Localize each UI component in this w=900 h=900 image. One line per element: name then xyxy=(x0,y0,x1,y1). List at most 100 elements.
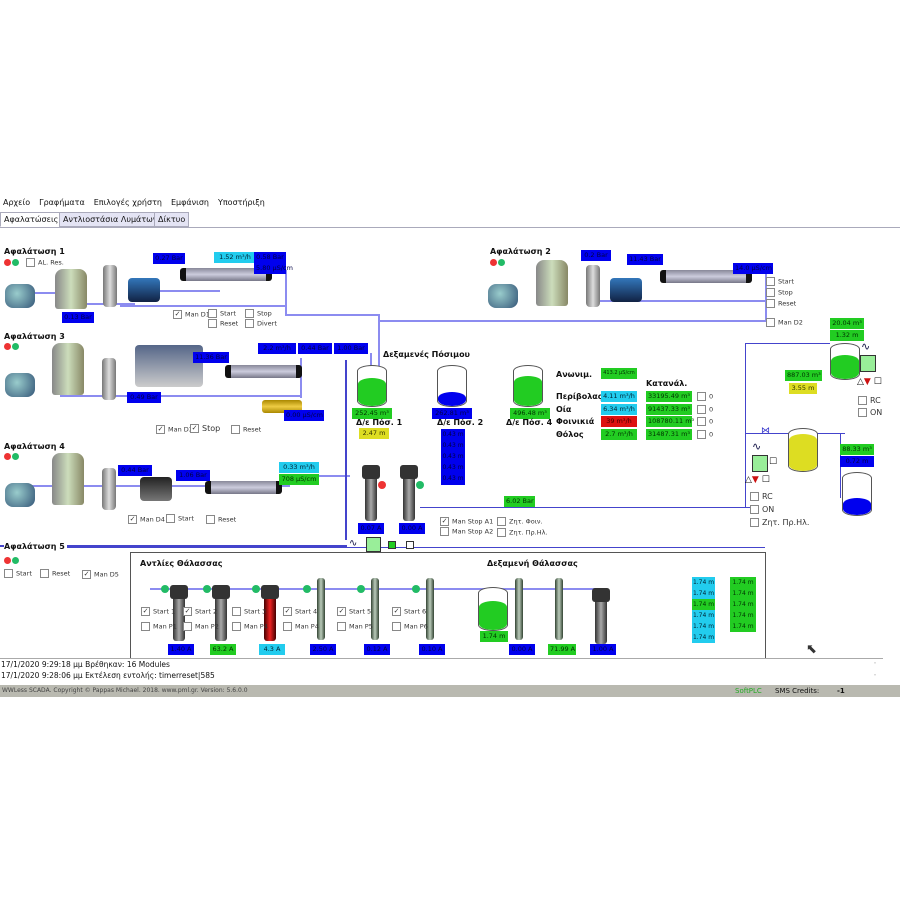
consumption-row-flow: 39 m³/h xyxy=(601,416,637,427)
pipe xyxy=(745,343,830,344)
d4-start-checkbox[interactable]: Start xyxy=(166,514,194,523)
inverter-box-icon xyxy=(752,455,768,472)
menu-charts[interactable]: Γραφήματα xyxy=(39,198,85,207)
tank-b-rc-checkbox[interactable]: RC xyxy=(750,492,773,501)
man-stop-a2-checkbox[interactable]: Man Stop A2 xyxy=(440,527,493,536)
sea-pump-status-light xyxy=(161,585,169,593)
ro-membrane-icon xyxy=(225,365,302,378)
pipe xyxy=(378,314,380,374)
ro-membrane-icon xyxy=(180,268,272,281)
d5-start-checkbox[interactable]: Start xyxy=(4,569,32,578)
consumption-row-total: 108780.11 m³ xyxy=(646,416,695,427)
sea-pump-start-checkbox[interactable]: ✓Start 5 xyxy=(337,607,372,616)
sand-filter-icon xyxy=(52,343,84,395)
d1-start-checkbox[interactable]: Start xyxy=(208,309,236,318)
man-d5-checkbox[interactable]: ✓Man D5 xyxy=(82,570,119,579)
d3-reset-checkbox[interactable]: Reset xyxy=(231,425,261,434)
consumption-row-checkbox[interactable]: 0 xyxy=(697,429,713,439)
label: Man P2 xyxy=(195,622,219,631)
ro-membrane-icon xyxy=(660,270,752,283)
ro-membrane-icon xyxy=(205,481,282,494)
d3-outlet-pressure: 0.44 Bar xyxy=(298,343,332,354)
man-d1-checkbox[interactable]: ✓Man D1 xyxy=(173,310,210,319)
tab-desalination[interactable]: Αφαλατώσεις xyxy=(0,212,63,227)
tank-4-name: Δ/ε Πόσ. 4 xyxy=(506,418,553,427)
up-down-arrows-icon: △▼ ☐ xyxy=(745,475,770,485)
d4-pump-pressure: 1.06 Bar xyxy=(176,470,210,481)
tank-a-rc-checkbox[interactable]: RC xyxy=(858,396,881,405)
consumption-row-checkbox[interactable]: 0 xyxy=(697,392,713,401)
consumption-row-flow: 4.11 m³/h xyxy=(601,391,637,402)
sea-pumps-title: Αντλίες Θάλασσας xyxy=(140,559,223,568)
req-prh-checkbox[interactable]: Ζητ. Πρ.Ηλ. xyxy=(497,528,548,537)
sea-pump-start-checkbox[interactable]: ✓Start 6 xyxy=(392,607,427,616)
label: Man P1 xyxy=(153,622,177,631)
consumption-row-checkbox[interactable]: 0 xyxy=(697,404,714,414)
pipe xyxy=(380,320,765,322)
consumption-row-total: 91437.33 m³ xyxy=(646,403,692,415)
pump-a2-current: 0.00 A xyxy=(399,523,425,534)
sea-pump-start-checkbox[interactable]: ✓Start 2 xyxy=(183,607,218,616)
sea-pump-man-checkbox[interactable]: Man P1 xyxy=(141,622,177,631)
sea-pump-status-light xyxy=(357,585,365,593)
man-d2-checkbox[interactable]: Man D2 xyxy=(766,318,803,327)
tank-a-level: 1.32 m xyxy=(830,330,864,341)
d1-reset-checkbox[interactable]: Reset xyxy=(208,319,238,328)
menu-user-options[interactable]: Επιλογές χρήστη xyxy=(93,198,162,207)
sea-pump-start-checkbox[interactable]: ✓Start 1 xyxy=(141,607,176,616)
consumption-row-count: 0 xyxy=(709,405,714,413)
d5-reset-checkbox[interactable]: Reset xyxy=(40,569,70,578)
d2-stop-checkbox[interactable]: Stop xyxy=(766,288,793,297)
d3-stop-checkbox[interactable]: ✓Stop xyxy=(190,424,221,433)
tank-a-on-checkbox[interactable]: ON xyxy=(858,408,882,417)
inverter-wave-icon: ∿ xyxy=(349,538,358,549)
tank-b xyxy=(788,428,818,472)
d2-title: Αφαλάτωση 2 xyxy=(490,247,551,256)
softplc-indicator: SoftPLC xyxy=(735,687,762,695)
potable-tanks-title: Δεξαμενές Πόσιμου xyxy=(383,350,470,359)
tank-1 xyxy=(357,365,387,407)
man-d4-checkbox[interactable]: ✓Man D4 xyxy=(128,515,165,524)
req-prh-right-checkbox[interactable]: Ζητ. Πρ.Ηλ. xyxy=(750,518,809,527)
tank-b-on-checkbox[interactable]: ON xyxy=(750,505,774,514)
sea-pump-start-checkbox[interactable]: ✓Start 4 xyxy=(283,607,318,616)
consumption-row-checkbox[interactable]: 0 xyxy=(697,417,713,426)
man-d3-checkbox[interactable]: ✓Man D3 xyxy=(156,425,193,434)
motor-icon xyxy=(5,373,35,397)
sea-pump-status-light xyxy=(203,585,211,593)
log-scrollbar[interactable]: ˄˅ xyxy=(873,662,877,681)
sea-pump-man-checkbox[interactable]: Man P5 xyxy=(337,622,373,631)
pipe xyxy=(60,395,300,397)
req-foin-checkbox[interactable]: Ζητ. Φοιν. xyxy=(497,517,543,526)
label: Man P6 xyxy=(404,622,428,631)
menu-support[interactable]: Υποστήριξη xyxy=(217,198,265,207)
sea-pump-icon xyxy=(371,578,379,640)
tank-c-level: 0.72 m xyxy=(840,456,874,467)
d2-start-checkbox[interactable]: Start xyxy=(766,277,794,286)
menu-view[interactable]: Εμφάνιση xyxy=(170,198,209,207)
menu-file[interactable]: Αρχείο xyxy=(3,198,31,207)
log-line: 17/1/2020 9:29:18 μμ Βρέθηκαν: 16 Module… xyxy=(1,660,170,669)
sea-pump-man-checkbox[interactable]: Man P2 xyxy=(183,622,219,631)
sea-pump-icon xyxy=(261,585,279,641)
sea-pump-man-checkbox[interactable]: Man P6 xyxy=(392,622,428,631)
d4-reset-checkbox[interactable]: Reset xyxy=(206,515,236,524)
tab-sewage-stations[interactable]: Αντλιοστάσια Λυμάτων xyxy=(59,212,162,227)
al-res-checkbox[interactable]: AL. Res. xyxy=(26,258,64,267)
level-reading: 0.43 m xyxy=(442,464,464,471)
consumption-row-flow: 2.7 m³/h xyxy=(601,428,637,440)
tab-network[interactable]: Δίκτυο xyxy=(154,212,190,227)
sea-pump-start-checkbox[interactable]: Start 3 xyxy=(232,607,266,616)
sea-pump-man-checkbox[interactable]: Man P4 xyxy=(283,622,319,631)
sea-tank xyxy=(478,587,508,631)
d2-reset-checkbox[interactable]: Reset xyxy=(766,299,796,308)
man-stop-a1-checkbox[interactable]: ✓Man Stop A1 xyxy=(440,517,494,526)
d1-divert-checkbox[interactable]: Divert xyxy=(245,319,277,328)
pipe xyxy=(370,353,372,373)
d1-stop-checkbox[interactable]: Stop xyxy=(245,309,272,318)
pipe xyxy=(0,545,347,547)
sea-pump-man-checkbox[interactable]: Man P4 xyxy=(232,622,268,631)
tank-1-level: 2.47 m xyxy=(359,428,389,439)
level-reading: 0.43 m xyxy=(442,453,464,460)
